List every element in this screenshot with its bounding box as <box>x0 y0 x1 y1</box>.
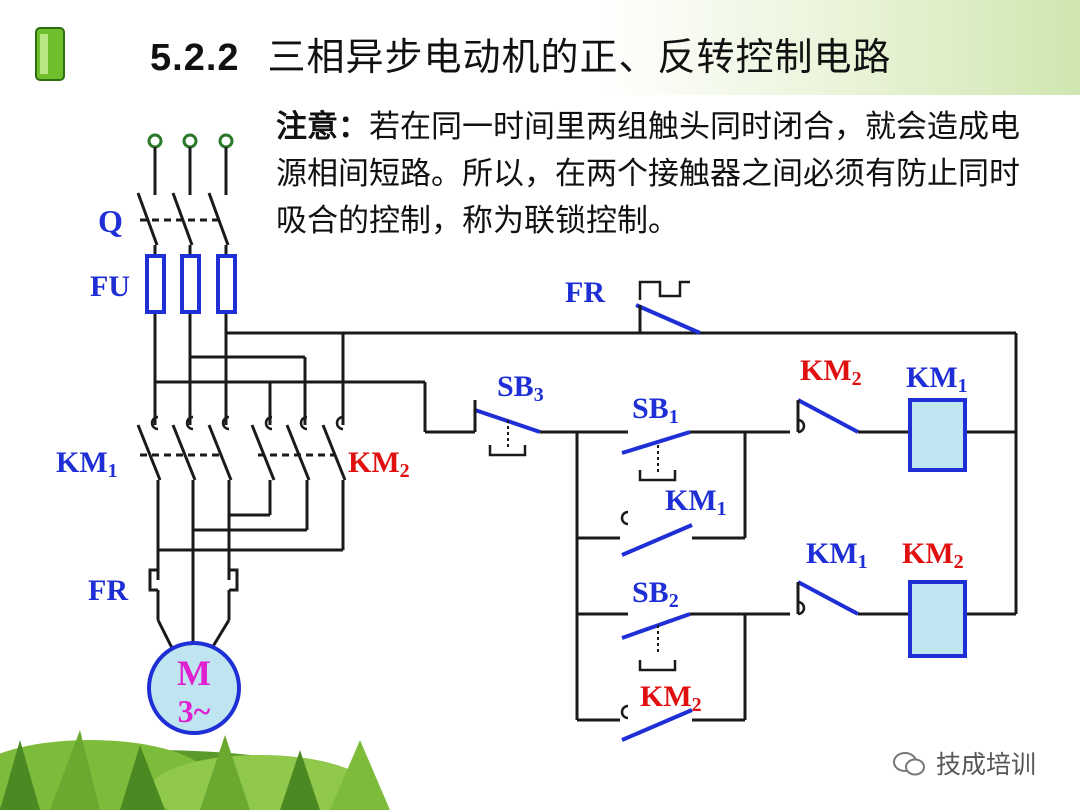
section-number: 5.2.2 <box>150 37 240 79</box>
label-km1-main: KM1 <box>56 446 118 482</box>
label-fr-control: FR <box>565 276 605 309</box>
title-text: 三相异步电动机的正、反转控制电路 <box>267 35 892 79</box>
control-wires <box>473 280 1016 742</box>
label-sb2: SB2 <box>632 576 679 612</box>
coils <box>908 398 967 658</box>
wechat-icon <box>893 752 925 776</box>
label-sb3: SB3 <box>497 370 544 406</box>
note-lead: 注意： <box>276 109 369 145</box>
label-q: Q <box>98 203 123 239</box>
fuses <box>145 254 237 314</box>
label-km1-interlock: KM1 <box>806 537 868 573</box>
label-km2-interlock: KM2 <box>800 354 862 390</box>
header-band <box>0 0 1080 95</box>
label-km2-hold: KM2 <box>640 680 702 716</box>
main-circuit-wires <box>136 133 1018 649</box>
label-sb1: SB1 <box>632 392 679 428</box>
watermark-text: 技成培训 <box>936 750 1037 779</box>
motor-label-m: M <box>177 653 211 693</box>
label-km1-coil: KM1 <box>906 361 968 397</box>
label-km2-coil: KM2 <box>902 537 964 573</box>
grass-decoration <box>0 730 390 810</box>
label-fr-main: FR <box>88 574 128 607</box>
glass-icon <box>35 27 65 81</box>
slide-title: 5.2.2 三相异步电动机的正、反转控制电路 <box>150 26 892 81</box>
note-paragraph: 注意：若在同一时间里两组触头同时闭合，就会造成电源相间短路。所以，在两个接触器之… <box>276 104 1036 245</box>
note-body: 若在同一时间里两组触头同时闭合，就会造成电源相间短路。所以，在两个接触器之间必须… <box>276 109 1020 239</box>
label-fu: FU <box>90 270 130 303</box>
motor-label-phase: 3~ <box>178 693 211 729</box>
label-km1-hold: KM1 <box>665 484 727 520</box>
contact-hooks <box>150 415 344 431</box>
label-km2-main: KM2 <box>348 446 410 482</box>
motor-symbol <box>147 641 241 735</box>
